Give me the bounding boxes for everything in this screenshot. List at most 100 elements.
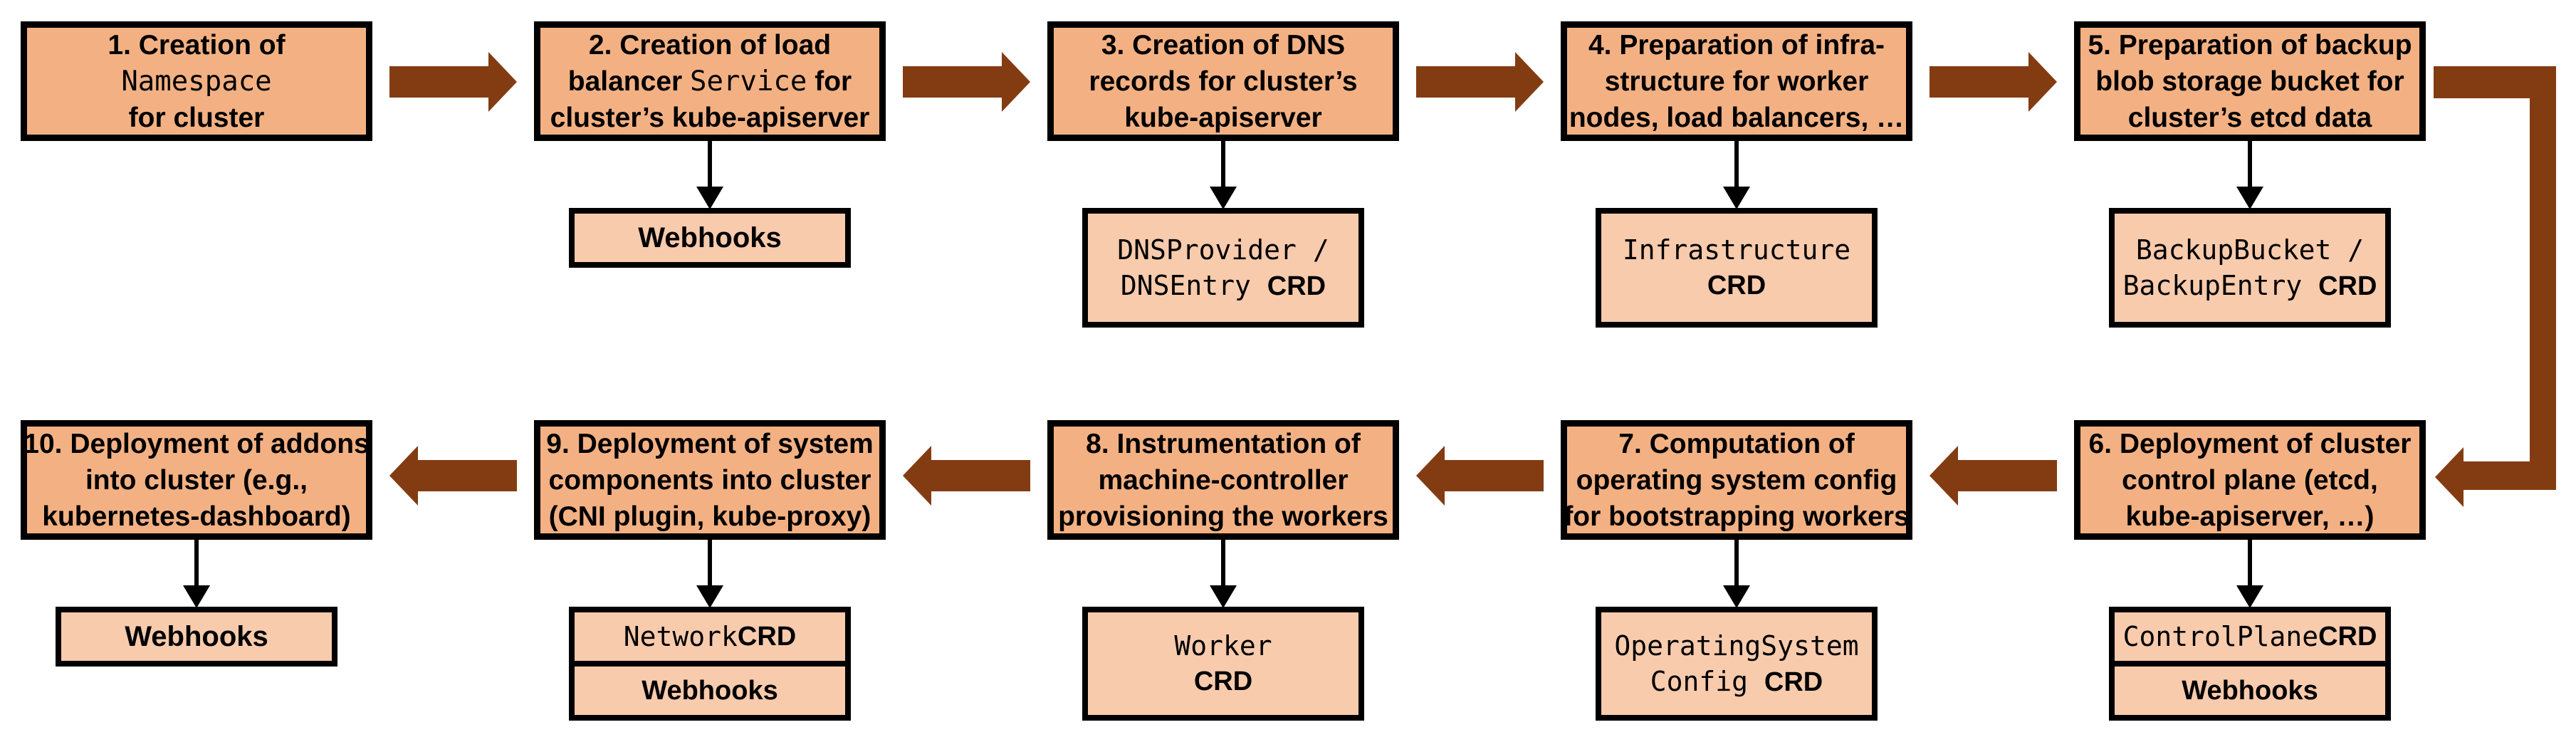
step-9-line-3: (CNI plugin, kube-proxy) — [548, 501, 871, 532]
step-2-service-code: Service — [690, 65, 807, 98]
step-5-line-3: cluster’s etcd data — [2127, 102, 2372, 133]
network-crd-webhooks-stack: Network CRD Webhooks — [569, 607, 851, 721]
flow-arrow-5-6-bottom-segment — [2464, 461, 2556, 490]
step-7-line-2: operating system config — [1576, 464, 1897, 496]
step-6-line-3: kube-apiserver, …) — [2125, 501, 2375, 532]
connector-step-4-line — [1734, 141, 1739, 188]
step-7-line-3: for bootstrapping workers — [1564, 501, 1910, 532]
flow-arrow-2-3-body — [903, 66, 1002, 98]
webhooks-box-step-6: Webhooks — [2109, 661, 2391, 721]
controlplane-crd-webhooks-stack: ControlPlane CRD Webhooks — [2109, 607, 2391, 721]
backupbucket-backupentry-crd-box: BackupBucket / BackupEntry CRD — [2109, 208, 2391, 328]
step-2-line-2-post: for — [807, 66, 852, 97]
step-4-line-2: structure for worker — [1604, 66, 1869, 97]
dnsentry-code-label: DNSEntry — [1120, 269, 1267, 301]
controlplane-code-label: ControlPlane — [2122, 621, 2319, 652]
worker-code-label: Worker — [1174, 630, 1272, 662]
config-code-label: Config — [1650, 665, 1764, 697]
step-2-line-2: balancer Service for — [568, 63, 852, 100]
step-2-line-3: cluster’s kube-apiserver — [550, 102, 870, 133]
step-8-box: 8. Instrumentation of machine-controller… — [1047, 420, 1399, 540]
flow-arrow-7-8-body — [1445, 460, 1544, 491]
connector-step-6-line — [2248, 540, 2252, 587]
step-8-line-2: machine-controller — [1098, 464, 1349, 496]
step-10-box: 10. Deployment of addons into cluster (e… — [21, 420, 372, 540]
connector-step-2-arrowhead-icon — [696, 187, 723, 209]
backupentry-crd-line: BackupEntry CRD — [2123, 268, 2377, 304]
flow-arrow-7-8-head-icon — [1416, 446, 1445, 506]
step-4-box: 4. Preparation of infra- structure for w… — [1561, 21, 1912, 141]
config-crd-line: Config CRD — [1650, 664, 1823, 700]
network-crd-label: CRD — [737, 621, 797, 652]
step-6-box: 6. Deployment of cluster control plane (… — [2074, 420, 2426, 540]
step-9-box: 9. Deployment of system components into … — [534, 420, 886, 540]
infrastructure-crd-label: CRD — [1707, 271, 1766, 301]
step-2-line-1: 2. Creation of load — [588, 29, 832, 61]
connector-step-5-arrowhead-icon — [2236, 187, 2263, 209]
infrastructure-crd-box: Infrastructure CRD — [1596, 208, 1878, 328]
step-4-line-3: nodes, load balancers, … — [1569, 102, 1905, 133]
webhooks-box-step-10: Webhooks — [56, 607, 337, 667]
flow-arrow-8-9-body — [931, 460, 1030, 491]
step-8-line-1: 8. Instrumentation of — [1086, 428, 1361, 459]
step-3-line-2: records for cluster’s — [1089, 66, 1358, 97]
dnsprovider-dnsentry-crd-box: DNSProvider / DNSEntry CRD — [1082, 208, 1364, 328]
operatingsystemconfig-crd-box: OperatingSystem Config CRD — [1596, 607, 1878, 721]
flow-arrow-3-4-body — [1416, 66, 1515, 98]
step-1-line-3: for cluster — [128, 102, 265, 133]
step-5-line-1: 5. Preparation of backup — [2088, 29, 2412, 61]
step-7-box: 7. Computation of operating system confi… — [1561, 420, 1912, 540]
dnsentry-crd-label: CRD — [1267, 271, 1326, 301]
dnsentry-crd-line: DNSEntry CRD — [1121, 268, 1326, 304]
step-8-line-3: provisioning the workers — [1058, 501, 1388, 532]
connector-step-10-arrowhead-icon — [183, 585, 210, 608]
worker-crd-box: Worker CRD — [1082, 607, 1364, 721]
connector-step-5-line — [2248, 141, 2252, 188]
flow-arrow-4-5-body — [1930, 66, 2028, 98]
flow-arrow-4-5-head-icon — [2028, 52, 2057, 112]
flow-arrow-3-4-head-icon — [1515, 52, 1544, 112]
step-3-box: 3. Creation of DNS records for cluster’s… — [1047, 21, 1399, 141]
connector-step-8-line — [1221, 540, 1225, 587]
connector-step-3-arrowhead-icon — [1210, 187, 1237, 209]
webhooks-label-step-10: Webhooks — [125, 621, 268, 652]
dnsprovider-code-label: DNSProvider / — [1117, 234, 1329, 266]
flow-arrow-5-6-vertical-segment — [2530, 66, 2556, 490]
connector-step-7-line — [1734, 540, 1739, 587]
flow-arrow-5-6-head-icon — [2435, 447, 2464, 507]
step-10-line-1: 10. Deployment of addons — [23, 428, 370, 459]
controlplane-crd-label: CRD — [2318, 621, 2377, 652]
flow-arrow-6-7-body — [1958, 460, 2057, 491]
step-7-line-1: 7. Computation of — [1618, 428, 1855, 459]
step-1-line-1: 1. Creation of — [108, 29, 286, 61]
step-4-line-1: 4. Preparation of infra- — [1588, 29, 1885, 61]
step-2-line-2-pre: balancer — [567, 66, 691, 97]
flow-arrow-1-2-head-icon — [488, 52, 517, 112]
step-10-line-3: kubernetes-dashboard) — [42, 501, 351, 532]
connector-step-9-arrowhead-icon — [696, 585, 723, 608]
step-9-line-2: components into cluster — [548, 464, 871, 496]
step-5-box: 5. Preparation of backup blob storage bu… — [2074, 21, 2426, 141]
connector-step-9-line — [708, 540, 712, 587]
step-6-line-2: control plane (etcd, — [2122, 464, 2378, 496]
connector-step-10-line — [194, 540, 199, 587]
flow-arrow-1-2-body — [389, 66, 488, 98]
connector-step-2-line — [708, 141, 712, 188]
flow-arrow-8-9-head-icon — [903, 446, 931, 506]
step-2-box: 2. Creation of load balancer Service for… — [534, 21, 886, 141]
webhooks-label-step-2: Webhooks — [638, 222, 782, 254]
flow-arrow-9-10-body — [418, 460, 517, 491]
step-9-line-1: 9. Deployment of system — [546, 428, 874, 459]
operatingsystemconfig-crd-label: CRD — [1764, 667, 1823, 697]
backupentry-crd-label: CRD — [2318, 271, 2377, 301]
connector-step-3-line — [1221, 141, 1225, 188]
step-1-line-2: Namespace — [121, 65, 272, 98]
connector-step-8-arrowhead-icon — [1210, 585, 1237, 608]
network-crd-box: Network CRD — [569, 607, 851, 667]
step-1-box: 1. Creation of Namespace for cluster — [21, 21, 372, 141]
worker-crd-label: CRD — [1193, 667, 1253, 696]
backupbucket-code-label: BackupBucket / — [2135, 234, 2365, 266]
flow-arrow-6-7-head-icon — [1930, 446, 1958, 506]
webhooks-box-step-2: Webhooks — [569, 208, 851, 268]
